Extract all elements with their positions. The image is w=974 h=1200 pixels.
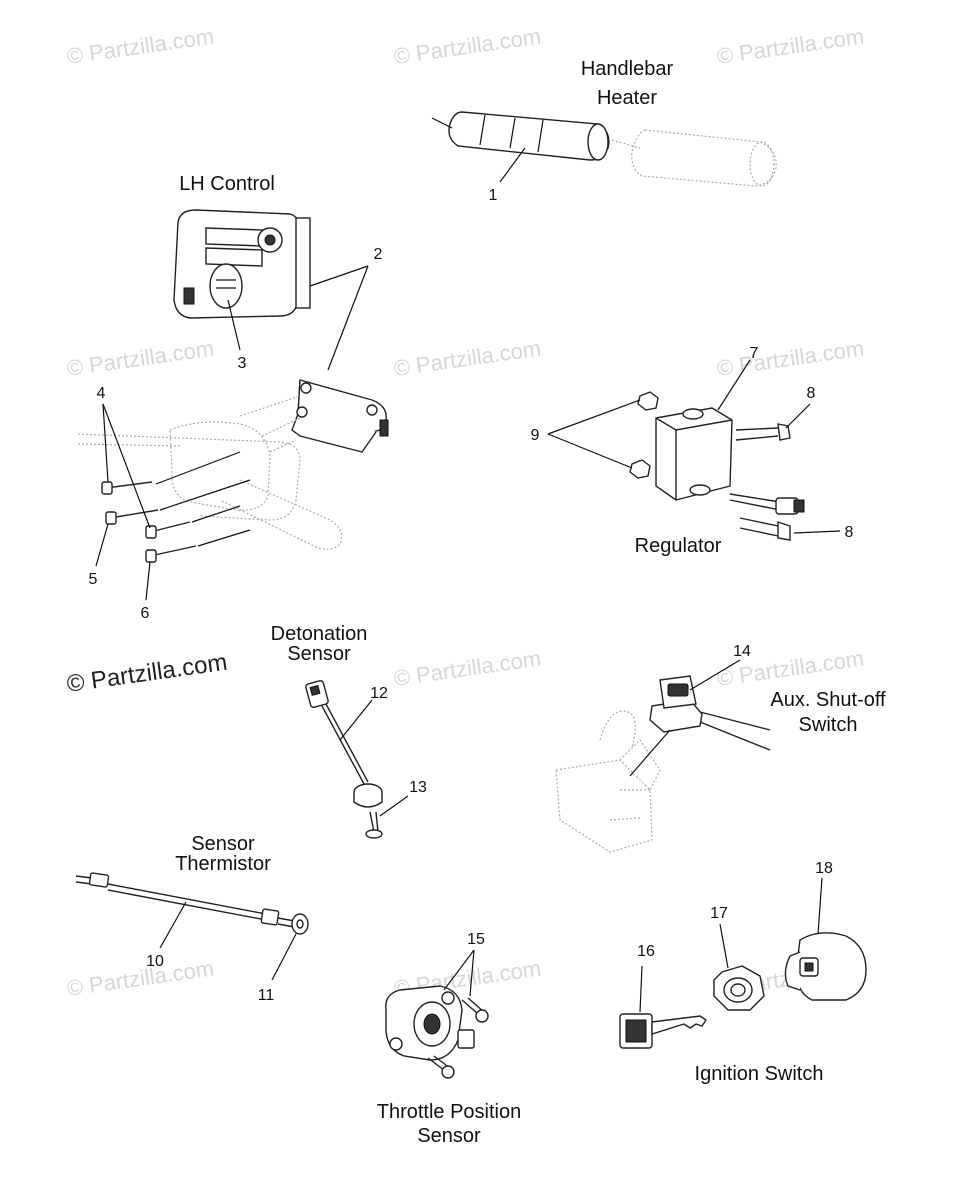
regulator-group: 7 8 8 9 Regulator <box>531 345 854 557</box>
ignition-key-part <box>619 1013 707 1049</box>
lh-control-group: LH Control 2 3 <box>77 173 389 622</box>
detonation-sensor-title: Detonation <box>271 623 368 645</box>
callout-number: 7 <box>750 345 759 362</box>
handlebar-heater-title: Heater <box>597 87 657 109</box>
sensor-thermistor-group: Sensor Thermistor 10 11 <box>75 833 309 1004</box>
callout-number: 11 <box>258 987 275 1004</box>
callout-number: 18 <box>815 860 833 877</box>
heater-ghost-grip <box>611 129 777 187</box>
callout-number: 1 <box>489 187 498 204</box>
leader-line <box>339 699 373 741</box>
lh-control-title: LH Control <box>179 173 275 195</box>
leader-line <box>309 265 369 287</box>
ignition-switch-body-part <box>784 932 867 1001</box>
aux-shutoff-title: Aux. Shut-off <box>770 689 886 711</box>
leader-line <box>793 530 841 534</box>
watermark: © Partzilla.com <box>715 336 865 381</box>
aux-shutoff-title: Switch <box>799 714 858 736</box>
detonation-sensor-title: Sensor <box>287 643 351 665</box>
leader-line <box>327 265 369 371</box>
watermark: © Partzilla.com <box>715 24 865 69</box>
aux-shutoff-group: Aux. Shut-off Switch 14 <box>555 643 886 853</box>
leader-line <box>717 359 751 411</box>
handlebar-ghost <box>77 395 343 550</box>
leader-line <box>159 901 187 949</box>
leader-line <box>102 403 151 529</box>
leader-line <box>719 923 729 969</box>
callout-number: 17 <box>710 905 728 922</box>
callout-number: 8 <box>845 524 854 541</box>
throttle-position-sensor-group: 15 Throttle Position Sensor <box>377 931 522 1147</box>
leader-line <box>629 729 671 777</box>
detonation-bolt-part <box>365 811 383 839</box>
sensor-thermistor-title: Sensor <box>191 833 255 855</box>
leader-line <box>785 403 811 429</box>
leader-line <box>469 949 475 997</box>
regulator-part <box>655 407 805 515</box>
detonation-sensor-group: Detonation Sensor 12 13 <box>271 623 427 839</box>
leader-line <box>145 561 151 601</box>
callout-number: 3 <box>238 355 247 372</box>
leader-line <box>95 523 109 567</box>
bolt-part <box>735 423 791 541</box>
leader-line <box>639 965 643 1013</box>
watermark: © Partzilla.com <box>65 956 215 1001</box>
regulator-title: Regulator <box>635 535 722 557</box>
watermark: © Partzilla.com <box>65 336 215 381</box>
leader-line <box>499 147 526 183</box>
watermark: © Partzilla.com <box>392 646 542 691</box>
tps-part <box>385 985 475 1061</box>
aux-switch-part <box>649 675 771 751</box>
ignition-nut-part <box>713 965 765 1011</box>
callout-number: 2 <box>374 246 383 263</box>
lh-control-switch-part <box>173 209 311 319</box>
callout-number: 10 <box>146 953 164 970</box>
leader-line <box>689 659 741 691</box>
callout-number: 6 <box>141 605 150 622</box>
lh-control-housing-part <box>291 379 389 453</box>
callout-number: 9 <box>531 427 540 444</box>
nut-part <box>629 391 659 479</box>
callout-number: 5 <box>89 571 98 588</box>
callout-number: 15 <box>467 931 485 948</box>
thermistor-part <box>75 872 301 929</box>
watermark: © Partzilla.com <box>65 24 215 69</box>
screw-part <box>101 451 251 563</box>
watermark: © Partzilla.com <box>392 336 542 381</box>
heater-grip-part <box>431 111 610 161</box>
throttle-position-sensor-title: Sensor <box>417 1125 481 1147</box>
leader-line <box>271 933 297 981</box>
leader-line <box>102 403 109 483</box>
thermistor-washer-part <box>291 913 309 935</box>
callout-number: 13 <box>409 779 427 796</box>
callout-number: 12 <box>370 685 388 702</box>
throttle-position-sensor-title: Throttle Position <box>377 1101 522 1123</box>
handlebar-heater-group: Handlebar Heater 1 <box>431 58 777 204</box>
tps-screw-part <box>427 997 489 1079</box>
leader-line <box>443 949 475 991</box>
leader-line <box>817 877 823 935</box>
detonation-sensor-part <box>305 680 383 808</box>
watermark: © Partzilla.com <box>392 24 542 69</box>
ignition-switch-group: 16 17 18 Ignition Switch <box>619 860 867 1085</box>
ignition-switch-title: Ignition Switch <box>695 1063 824 1085</box>
callout-number: 14 <box>733 643 751 660</box>
leader-line <box>379 795 409 817</box>
watermark: © Partzilla.com <box>65 649 229 698</box>
leader-line <box>547 399 641 435</box>
leader-line <box>547 433 633 469</box>
handlebar-heater-title: Handlebar <box>581 58 674 80</box>
sensor-thermistor-title: Thermistor <box>175 853 271 875</box>
callout-number: 16 <box>637 943 655 960</box>
callout-number: 4 <box>97 385 106 402</box>
leader-line <box>227 299 241 351</box>
aux-ghost-handle <box>555 710 661 853</box>
callout-number: 8 <box>807 385 816 402</box>
